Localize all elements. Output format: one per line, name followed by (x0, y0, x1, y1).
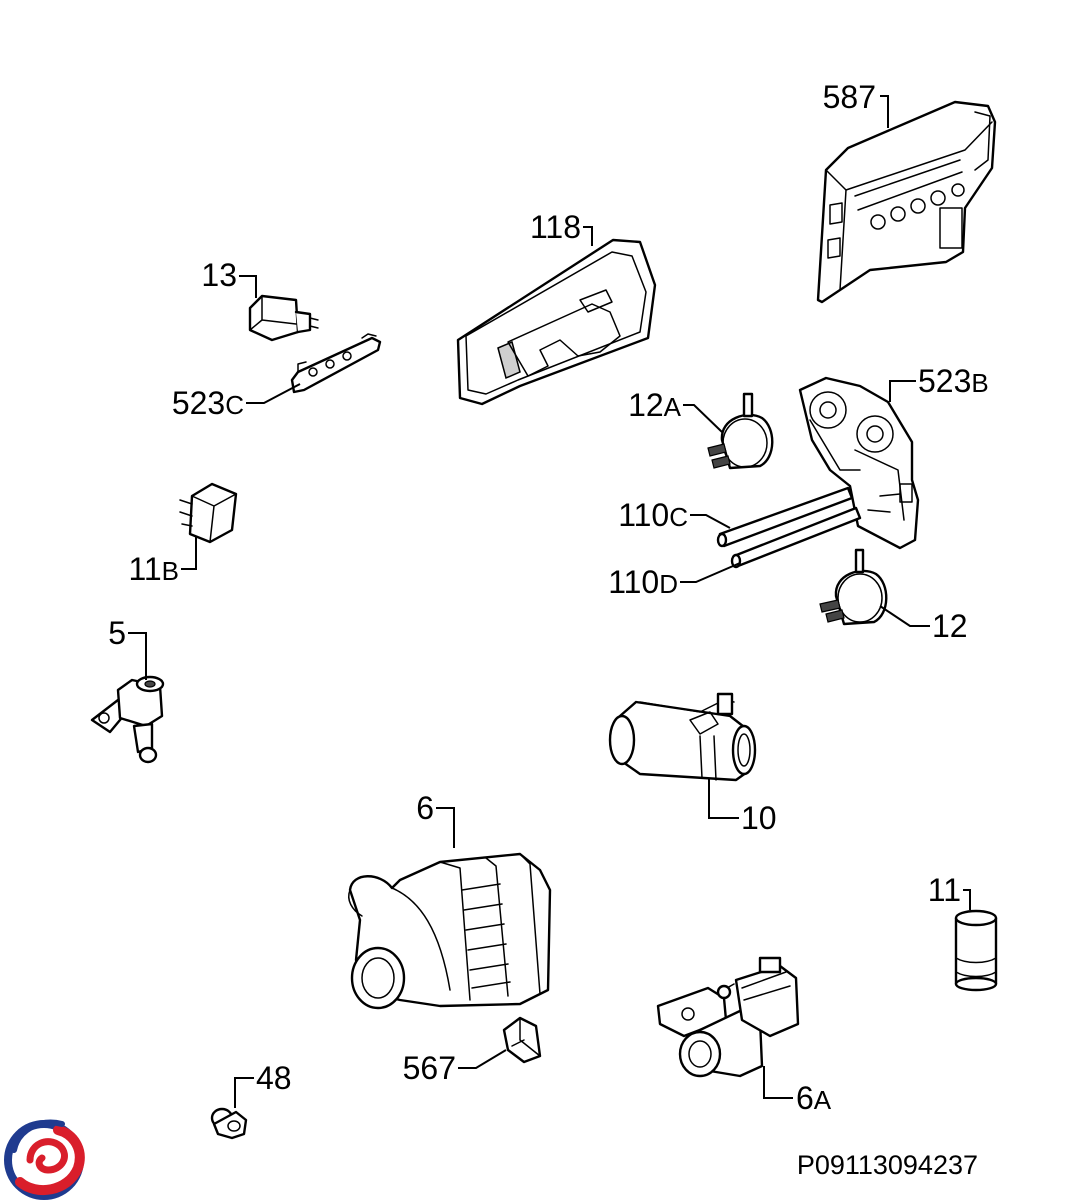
part-label-11: 11 (928, 872, 961, 908)
part-label-6a: 6A (796, 1080, 832, 1116)
part-label-12a: 12A (628, 387, 682, 423)
part-label-48: 48 (256, 1060, 292, 1096)
part-label-13: 13 (201, 257, 237, 293)
drain-pump-drawing (656, 956, 800, 1078)
hoses-drawing (716, 486, 862, 569)
switch-drawing (248, 294, 319, 342)
part-label-11b: 11B (128, 551, 179, 587)
control-panel-housing-drawing (456, 238, 657, 406)
pressure-switch-a-drawing (707, 392, 774, 470)
part-label-567: 567 (403, 1050, 456, 1086)
pressure-switch-drawing (819, 548, 888, 626)
capacitor-drawing (954, 909, 998, 992)
part-label-12: 12 (932, 608, 968, 644)
solenoid-valve-drawing (90, 675, 165, 764)
circulation-pump-drawing (348, 852, 552, 1010)
part-label-6: 6 (416, 790, 434, 826)
part-label-10: 10 (741, 800, 777, 836)
heater-drawing (608, 692, 757, 782)
part-label-110d: 110D (608, 564, 678, 600)
part-label-523c: 523C (172, 385, 244, 421)
relay-drawing (179, 482, 238, 544)
plug-drawing (210, 1107, 248, 1140)
part-label-587: 587 (823, 79, 876, 115)
part-labels: 587 118 13 523C 12A 523B 110C 110D 11B 1… (108, 79, 989, 1116)
drawing-code: P09113094237 (797, 1150, 978, 1180)
part-label-5: 5 (108, 615, 126, 651)
part-label-523b: 523B (918, 363, 989, 399)
bracket-drawing (290, 333, 382, 394)
part-label-110c: 110C (618, 497, 688, 533)
part-label-118: 118 (530, 209, 581, 245)
circular-swirl-logo-icon (4, 1119, 85, 1200)
clip-drawing (502, 1016, 542, 1064)
leader-lines (128, 95, 971, 1108)
electronic-module-drawing (816, 100, 997, 304)
pressure-switch-support-drawing (798, 376, 920, 550)
